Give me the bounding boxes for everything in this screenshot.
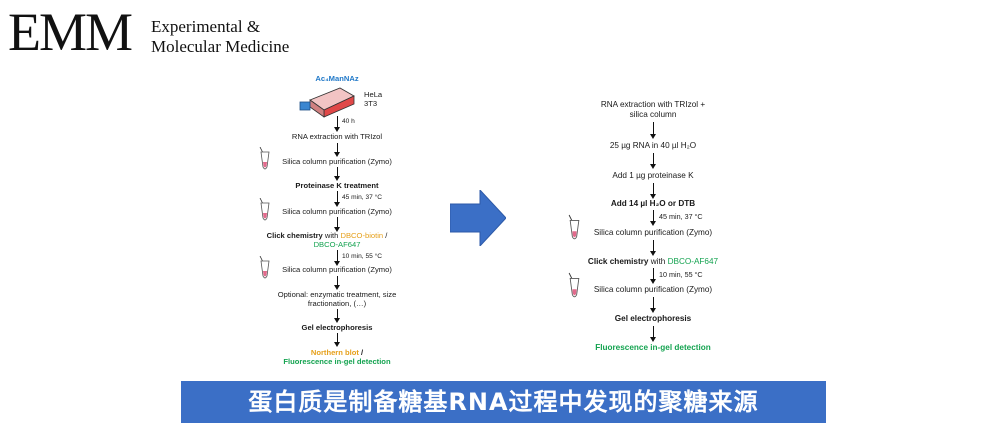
proteinase-condition: 45 min, 37 °C <box>342 194 383 201</box>
flow-arrow <box>650 183 656 199</box>
dbco-af647-label: DBCO-AF647 <box>667 257 719 266</box>
click-chemistry-label: Click chemistry <box>266 231 323 240</box>
flow-arrow <box>650 210 656 226</box>
reagent-label: Ac₄ManNAz <box>315 74 359 83</box>
right-step-detection: Fluorescence in-gel detection <box>595 343 711 352</box>
flow-arrow <box>650 297 656 313</box>
left-step-detection-1: Northern blot / <box>311 348 363 357</box>
right-step-click-chemistry: Click chemistry with DBCO-AF647 <box>588 257 718 267</box>
flow-arrow <box>334 191 340 207</box>
right-step-rna-amount: 25 µg RNA in 40 µl H₂O <box>609 141 697 150</box>
flow-arrow <box>334 250 340 266</box>
with-label: with <box>322 231 341 240</box>
left-step-optional-2: fractionation, (…) <box>307 299 367 308</box>
dbco-biotin-label: DBCO-biotin <box>340 231 384 240</box>
right-step-silica-2: Silica column purification (Zymo) <box>593 285 713 294</box>
right-step-rna-extraction-2: silica column <box>629 110 677 119</box>
journal-name-line2: Molecular Medicine <box>151 37 290 56</box>
journal-name-line1: Experimental & <box>151 17 261 36</box>
right-step-gel: Gel electrophoresis <box>614 314 692 323</box>
journal-name: Experimental & Molecular Medicine <box>151 17 289 57</box>
spin-column-icon <box>568 214 580 240</box>
left-workflow: Ac₄ManNAz HeLa 3T3 40 h RNA extraction w… <box>259 74 397 366</box>
click-chemistry-label: Click chemistry <box>587 257 649 266</box>
flow-arrow <box>650 153 656 169</box>
right-step-rna-extraction-1: RNA extraction with TRIzol + <box>600 100 706 109</box>
flow-arrow <box>650 268 656 284</box>
left-step-silica-1: Silica column purification (Zymo) <box>282 157 392 166</box>
logo-mark: EMM <box>8 2 133 62</box>
right-step-proteinase: Add 1 µg proteinase K <box>612 171 694 180</box>
with-label: with <box>648 257 668 266</box>
left-step-proteinase: Proteinase K treatment <box>295 181 379 190</box>
left-step-click-chemistry: Click chemistry with DBCO-biotin / <box>267 231 388 240</box>
flow-arrow <box>334 276 340 290</box>
incubation-time: 40 h <box>342 118 355 125</box>
click-condition: 10 min, 55 °C <box>342 253 383 260</box>
flow-arrow <box>334 333 340 347</box>
flow-arrow <box>650 122 656 139</box>
flow-arrow <box>334 116 340 132</box>
cell-line-2: 3T3 <box>364 99 378 108</box>
cell-line-1: HeLa <box>364 90 383 99</box>
flow-arrow <box>650 240 656 256</box>
left-step-silica-2: Silica column purification (Zymo) <box>282 207 392 216</box>
right-click-condition: 10 min, 55 °C <box>659 270 703 279</box>
spin-column-icon <box>259 147 270 170</box>
flow-arrow <box>334 167 340 181</box>
dbco-af647-label: DBCO-AF647 <box>313 240 361 249</box>
flow-arrow <box>334 309 340 323</box>
left-step-optional-1: Optional: enzymatic treatment, size <box>277 290 397 299</box>
spin-column-icon <box>259 256 270 279</box>
right-step-silica-1: Silica column purification (Zymo) <box>593 228 713 237</box>
left-step-detection-2: Fluorescence in-gel detection <box>283 357 391 366</box>
flow-arrow <box>650 326 656 342</box>
caption-banner: 蛋白质是制备糖基RNA过程中发现的聚糖来源 <box>181 381 826 423</box>
northern-blot-label: Northern blot <box>310 348 359 357</box>
right-proteinase-condition: 45 min, 37 °C <box>659 212 703 221</box>
spin-column-icon <box>259 198 270 221</box>
slash-label: / <box>358 348 364 357</box>
left-step-silica-3: Silica column purification (Zymo) <box>282 265 392 274</box>
big-right-arrow-icon <box>450 190 506 246</box>
spin-column-icon <box>568 272 580 298</box>
left-step-rna-extraction: RNA extraction with TRIzol <box>291 132 383 141</box>
right-workflow: RNA extraction with TRIzol + silica colu… <box>568 100 718 352</box>
slash-label: / <box>383 231 388 240</box>
culture-flask-icon <box>299 87 355 118</box>
flow-arrow <box>334 143 340 157</box>
left-step-gel: Gel electrophoresis <box>301 323 373 332</box>
flow-arrow <box>334 217 340 232</box>
right-step-add-water: Add 14 µl H₂O or DTB <box>610 199 696 208</box>
